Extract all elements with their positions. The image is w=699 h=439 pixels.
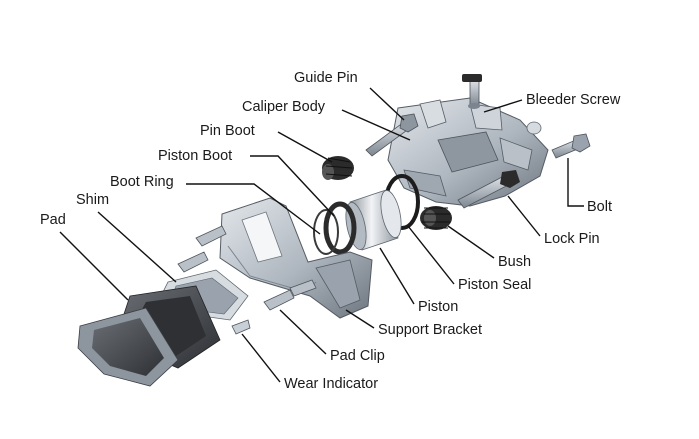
label-piston-boot: Piston Boot [158,148,232,164]
label-pin-boot: Pin Boot [200,123,255,139]
label-pad: Pad [40,212,66,228]
leader-guide-pin [369,87,405,121]
label-bush: Bush [498,254,531,270]
lock-pin-part [457,170,520,209]
leader-bush [447,225,495,259]
leader-wear-indicator [241,333,281,383]
leader-pad [59,231,129,301]
leader-piston-seal [407,225,455,285]
leader-caliper-body [341,109,411,141]
leader-pin-boot [277,131,333,163]
label-wear-indicator: Wear Indicator [284,376,378,392]
outer-pad-part [77,307,179,387]
boot-ring-part [313,209,339,255]
label-piston-seal: Piston Seal [458,277,531,293]
label-lock-pin: Lock Pin [544,231,600,247]
label-boot-ring: Boot Ring [110,174,174,190]
leader-boot-ring [186,183,321,235]
label-guide-pin: Guide Pin [294,70,358,86]
part-labels: Guide Pin Caliper Body Pin Boot Piston B… [40,70,621,392]
label-bleeder-screw: Bleeder Screw [526,92,621,108]
pin-boot-part [322,156,354,180]
pad-clip-part [177,225,317,311]
leader-lines [59,87,584,383]
leader-piston [379,247,415,305]
wear-indicator-part [231,319,251,335]
leader-lock-pin [507,195,541,237]
bush-part [420,206,452,230]
leader-piston-boot [250,155,335,217]
piston-boot-part [323,201,357,255]
leader-shim [97,211,177,283]
label-pad-clip: Pad Clip [330,348,385,364]
leader-support-bracket [345,309,375,329]
label-bolt: Bolt [587,199,612,215]
bleeder-screw-part [462,74,542,135]
label-caliper-body: Caliper Body [242,99,326,115]
support-bracket-part [219,197,373,319]
leader-bleeder-screw [483,99,523,113]
caliper-body-part [387,97,549,207]
leader-bolt [567,158,584,207]
label-piston: Piston [418,299,458,315]
bolt-part [551,133,591,159]
leader-pad-clip [279,309,327,355]
label-shim: Shim [76,192,109,208]
label-support-bracket: Support Bracket [378,322,482,338]
